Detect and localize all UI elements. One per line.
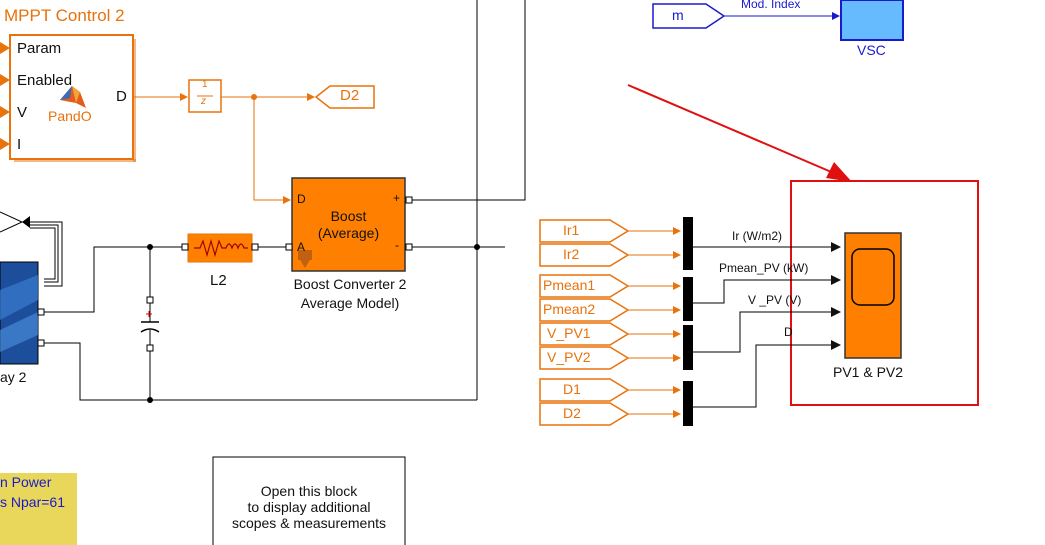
from-ir1: Ir1 [563, 222, 580, 238]
mppt-title: MPPT Control 2 [4, 6, 125, 25]
note-line-2: to display additional [247, 499, 371, 515]
wire-to-boost-d [253, 97, 291, 204]
signal-pmean: Pmean_PV (kW) [719, 261, 809, 275]
inductor-name: L2 [210, 272, 227, 289]
boost-port-d: D [297, 192, 306, 206]
gain-block[interactable] [0, 211, 24, 233]
scope-name: PV1 & PV2 [833, 364, 904, 380]
capacitor-block[interactable] [140, 247, 160, 400]
info-box [0, 473, 77, 545]
mux-d[interactable] [683, 381, 693, 426]
from-tag-wires [628, 227, 681, 418]
mux-vpv[interactable] [683, 325, 693, 370]
unit-delay-num: 1 [202, 79, 208, 90]
note-line-3: scopes & measurements [231, 515, 387, 531]
mppt-name: PandO [48, 108, 92, 124]
scope-wires [693, 242, 841, 408]
from-vpv1: V_PV1 [547, 325, 591, 341]
wire-pv-minus [44, 342, 477, 401]
boost-name-2: Average Model) [300, 295, 400, 311]
mux-ir[interactable] [683, 217, 693, 270]
boost-name-1: Boost Converter 2 [293, 276, 407, 292]
pv-array-block[interactable] [0, 261, 45, 365]
vsc-block[interactable] [840, 0, 904, 41]
wire-dc-plus [412, 0, 526, 201]
from-tags [539, 219, 630, 426]
from-m-label: m [672, 7, 684, 23]
mppt-in-arrow [0, 138, 10, 150]
highlight-box [790, 180, 979, 406]
mppt-in-arrow [0, 74, 10, 86]
mppt-in-arrow [0, 106, 10, 118]
signal-ir: Ir (W/m2) [732, 229, 782, 243]
boost-label-2: (Average) [317, 225, 380, 241]
boost-port-a: A [297, 240, 306, 254]
goto-d2-block[interactable] [314, 85, 375, 109]
mppt-port-d: D [116, 88, 127, 105]
wire-pv-plus [44, 246, 182, 313]
goto-d2-label: D2 [340, 87, 360, 104]
note-line-1: Open this block [260, 483, 358, 499]
vsc-name: VSC [857, 42, 886, 58]
mppt-port-i: I [17, 136, 22, 153]
boost-port-minus: - [395, 238, 399, 252]
matlab-logo-icon [60, 86, 86, 108]
from-d1: D1 [563, 381, 581, 397]
boost-label-1: Boost [330, 208, 367, 224]
from-m-block[interactable] [652, 3, 726, 29]
info-line-1: n Power [0, 474, 52, 490]
from-d2: D2 [563, 405, 581, 421]
unit-delay-den: z [201, 96, 206, 107]
note-text: Open this block to display additional sc… [213, 483, 405, 531]
signal-d: D [784, 325, 793, 339]
boost-port-plus: + [393, 191, 401, 205]
mppt-port-enabled: Enabled [17, 72, 73, 89]
from-vpv2: V_PV2 [547, 349, 591, 365]
mppt-in-arrow [0, 42, 10, 54]
from-pmean2: Pmean2 [543, 301, 596, 317]
mppt-port-param: Param [17, 40, 62, 57]
annotation-arrow [627, 84, 837, 175]
from-ir2: Ir2 [563, 246, 580, 262]
power-port-icon [298, 250, 312, 268]
info-line-2: s Npar=61 [0, 494, 65, 510]
pv-array-name: ay 2 [0, 369, 27, 385]
signal-vpv: V _PV (V) [748, 293, 802, 307]
scope-screen-icon [851, 248, 895, 306]
mux-pmean[interactable] [683, 277, 693, 321]
mppt-port-v: V [17, 104, 28, 121]
from-pmean1: Pmean1 [543, 277, 596, 293]
mod-index-signal: Mod. Index [741, 0, 801, 11]
note-block[interactable] [212, 456, 406, 545]
